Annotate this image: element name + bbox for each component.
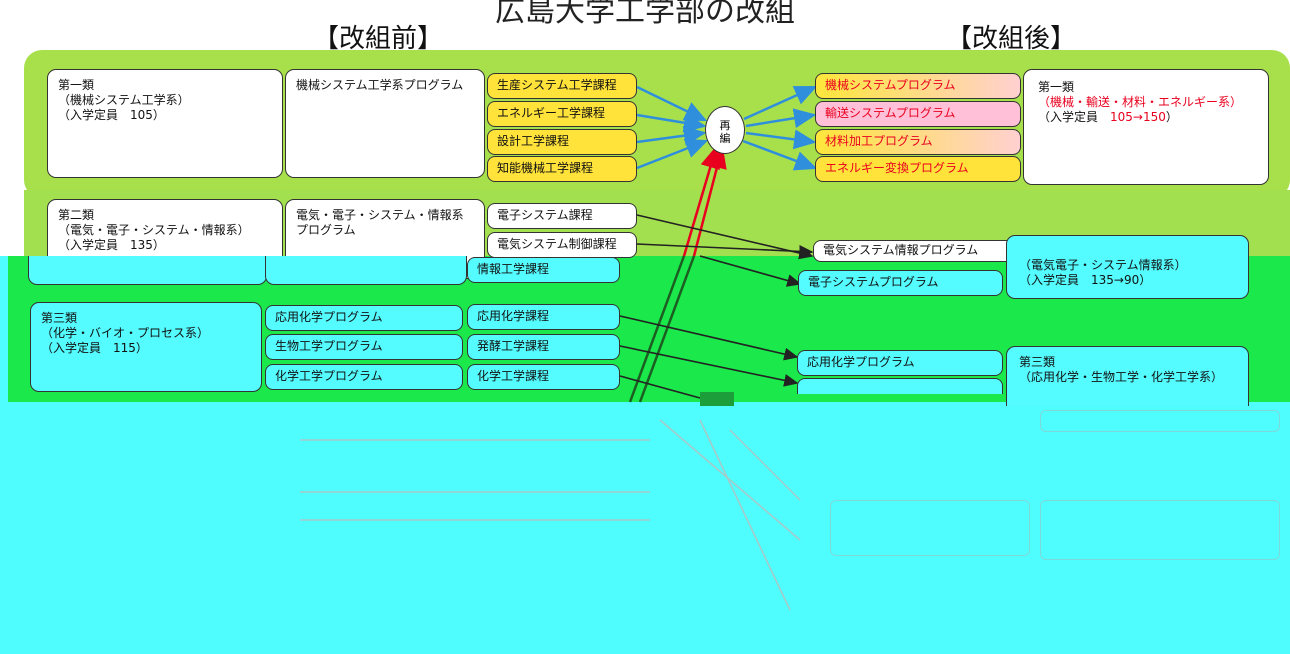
arrow-to-electronic <box>699 255 802 287</box>
before-course-design: 設計工学課程 <box>487 129 637 155</box>
arrow-node-program3 <box>745 129 817 150</box>
group2-cyan-cover-mid <box>265 256 467 285</box>
before-course-electronic-sys: 電子システム課程 <box>487 203 637 229</box>
after-group1-name: 第一類 <box>1038 80 1075 94</box>
after-group2-capacity: 135→90 <box>1091 273 1140 287</box>
before-group2-program-line2: プログラム <box>296 223 356 237</box>
arrow-elec-sys <box>636 214 814 260</box>
arrow-course2-node <box>636 112 707 133</box>
before-course-info: 情報工学課程 <box>467 257 620 283</box>
before-group2-capacity: （入学定員 135） <box>58 238 165 252</box>
cyan-artifact-box-3 <box>1040 500 1280 560</box>
arrow-node-program2 <box>745 108 817 129</box>
before-group2-name: 第二類 <box>58 208 95 222</box>
before-group2-field: （電気・電子・システム・情報系） <box>58 223 250 237</box>
after-program-mechanical: 機械システムプログラム <box>815 73 1021 99</box>
after-group2-field: （電気電子・システム情報系） <box>1019 258 1187 272</box>
before-program-bio: 生物工学プログラム <box>265 334 463 360</box>
after-program-appchem: 応用化学プログラム <box>797 350 1003 376</box>
cyan-artifact-box-2 <box>830 500 1030 556</box>
before-group1-capacity: （入学定員 105） <box>58 108 165 122</box>
header-after: 【改組後】 <box>946 24 1077 54</box>
after-program-transport: 輸送システムプログラム <box>815 101 1021 127</box>
red-arrow-1 <box>682 145 720 257</box>
arrow-course1-node <box>636 85 708 122</box>
green-line-2 <box>638 255 696 403</box>
after-program-cut-off <box>797 378 1003 394</box>
before-group3-capacity: （入学定員 115） <box>41 341 148 355</box>
arrow-course3-node <box>636 125 707 146</box>
after-group1-capacity-prefix: （入学定員 <box>1038 110 1111 124</box>
cyan-artifact-box-1 <box>1040 410 1280 432</box>
after-program-electronic: 電子システムプログラム <box>798 270 1003 296</box>
faint-line-4 <box>659 419 801 541</box>
before-group1-field: （機械システム工学系） <box>58 93 190 107</box>
after-group3-box: 第三類 （応用化学・生物工学・化学工学系） <box>1006 346 1249 406</box>
after-group2-capacity-line: （入学定員 135→90） <box>1019 273 1152 287</box>
header-before: 【改組前】 <box>313 24 444 54</box>
after-group1-capacity: 105→150 <box>1110 110 1166 124</box>
before-program-chemeng: 化学工学プログラム <box>265 364 463 390</box>
before-course-intelligent: 知能機械工学課程 <box>487 156 637 182</box>
arrow-ferment <box>619 345 799 387</box>
arrow-chemeng <box>619 375 701 399</box>
before-course-appchem: 応用化学課程 <box>467 304 620 330</box>
before-group1-program-label: 機械システム工学系プログラム <box>296 78 464 92</box>
green-artifact-blocks <box>700 392 734 406</box>
page-title: 広島大学工学部の改組 <box>495 0 795 29</box>
before-group3-name: 第三類 <box>41 311 78 325</box>
before-group1-box: 第一類 （機械システム工学系） （入学定員 105） <box>47 69 283 178</box>
faint-line-5 <box>699 419 791 611</box>
before-course-ferment: 発酵工学課程 <box>467 334 620 360</box>
before-course-chemeng: 化学工学課程 <box>467 364 620 390</box>
after-program-elec-info: 電気システム情報プログラム <box>813 240 1021 262</box>
before-program-appchem: 応用化学プログラム <box>265 305 463 331</box>
after-group3-name: 第三類 <box>1019 355 1056 369</box>
arrow-course4-node <box>636 138 709 170</box>
cyan-lower-area <box>0 402 1290 654</box>
after-group2-capacity-prefix: （入学定員 <box>1019 273 1092 287</box>
before-course-electrical-ctrl: 電気システム制御課程 <box>487 232 637 258</box>
reorganization-node: 再 編 <box>705 106 745 154</box>
after-group1-capacity-line: （入学定員 105→150） <box>1038 110 1178 124</box>
arrow-appchem <box>619 315 799 361</box>
before-group3-box: 第三類 （化学・バイオ・プロセス系） （入学定員 115） <box>30 302 262 392</box>
arrow-node-program4 <box>742 139 818 171</box>
before-group2-program-line1: 電気・電子・システム・情報系 <box>296 208 464 222</box>
after-group3-field: （応用化学・生物工学・化学工学系） <box>1019 370 1224 384</box>
cyan-strip-left <box>0 256 8 654</box>
before-group1-program: 機械システム工学系プログラム <box>285 69 485 178</box>
arrow-elec-ctrl <box>636 243 814 258</box>
before-course-energy: エネルギー工学課程 <box>487 101 637 127</box>
reorg-node-line1: 再 <box>719 119 731 132</box>
red-arrow-2 <box>692 145 727 257</box>
faint-line-6 <box>729 429 801 501</box>
after-program-energy: エネルギー変換プログラム <box>815 156 1021 182</box>
green-line-1 <box>628 255 686 403</box>
reorg-node-line2: 編 <box>719 132 731 145</box>
before-group3-field: （化学・バイオ・プロセス系） <box>41 326 210 340</box>
after-group1-field: （機械・輸送・材料・エネルギー系） <box>1038 95 1243 109</box>
after-program-materials: 材料加工プログラム <box>815 129 1021 155</box>
before-course-production: 生産システム工学課程 <box>487 73 637 99</box>
arrow-node-program1 <box>743 85 818 121</box>
after-group2-box: （電気電子・システム情報系） （入学定員 135→90） <box>1006 235 1249 299</box>
after-group1-box: 第一類 （機械・輸送・材料・エネルギー系） （入学定員 105→150） <box>1023 69 1269 185</box>
group2-cyan-cover-left <box>28 256 267 285</box>
before-group1-name: 第一類 <box>58 78 95 92</box>
